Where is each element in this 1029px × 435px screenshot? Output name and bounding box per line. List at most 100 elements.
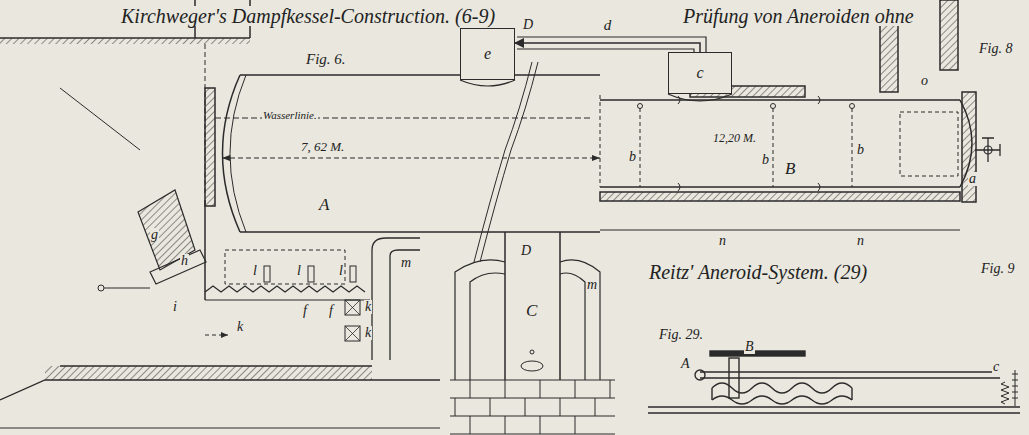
part-letter: n: [718, 234, 727, 248]
part-letter: k: [364, 326, 372, 340]
dimension: 7, 62 M.: [300, 140, 345, 153]
drawing-stroke: [480, 62, 538, 262]
drawing-stroke: [460, 80, 515, 86]
steam-pipe: [515, 43, 700, 52]
drawing-stroke: [204, 200, 206, 300]
figure-number: Fig. 6.: [305, 52, 347, 67]
part-letter: g: [150, 228, 159, 242]
drawing-stroke: [850, 104, 855, 109]
drawing-stroke: [240, 75, 600, 232]
part-letter: f: [302, 304, 308, 318]
dimension: 12,20 M.: [712, 132, 757, 144]
drawing-stroke: [530, 350, 534, 354]
drawing-stroke: [700, 372, 1000, 378]
drawing-stroke: [940, 0, 958, 70]
part-letter: C: [525, 302, 538, 319]
drawing-stroke: [225, 250, 345, 284]
drawing-stroke: [221, 332, 228, 338]
fig6-drawing: [0, 0, 1000, 434]
part-letter: h: [180, 254, 189, 268]
part-letter: l: [252, 264, 258, 278]
part-letter: B: [784, 160, 796, 177]
drawing-stroke: [345, 300, 360, 315]
drawing-stroke: [230, 75, 246, 232]
drawing-stroke: [450, 380, 615, 434]
part-letter: l: [296, 264, 302, 278]
part-letter: l: [338, 264, 344, 278]
part-letter: b: [856, 143, 865, 157]
drawing-stroke: [264, 266, 270, 282]
drawing-stroke: [0, 428, 440, 429]
fig29-drawing: [648, 351, 1020, 413]
drawing-stroke: [1012, 370, 1018, 406]
part-letter: A: [680, 357, 691, 371]
drawing-stroke: [600, 100, 960, 187]
drawing-stroke: [222, 158, 600, 159]
part-letter: A: [318, 196, 330, 213]
drawing-stroke: [984, 146, 992, 154]
part-letter: a: [968, 172, 977, 186]
node-letter: c: [696, 65, 703, 81]
figure-number: Fig. 8: [978, 42, 1013, 56]
part-letter: c: [992, 360, 1000, 374]
pipe-letter: d: [603, 18, 613, 33]
part-letter: b: [628, 150, 637, 164]
drawing-stroke: [505, 232, 560, 380]
drawing-stroke: [222, 155, 600, 161]
part-letter: o: [920, 74, 929, 88]
plate-heading: Reitz' Aneroid-System. (29): [648, 262, 868, 282]
part-letter: f: [328, 304, 334, 318]
drawing-stroke: [308, 266, 314, 282]
drawing-stroke: [205, 286, 365, 292]
drawing-stroke: [0, 366, 440, 400]
plate-heading: Prüfung von Aneroiden ohne: [682, 6, 915, 26]
part-letter: D: [522, 18, 534, 32]
drawing-stroke: [345, 326, 360, 341]
drawing-stroke: [600, 95, 601, 187]
drawing-stroke: [638, 104, 643, 109]
drawing-stroke: [45, 366, 372, 380]
drawing-stroke: [474, 62, 532, 262]
drawing-stroke: [678, 96, 820, 191]
drawing-stroke: [0, 38, 250, 44]
part-letter: i: [172, 300, 178, 314]
drawing-stroke: [962, 92, 976, 202]
drawing-stroke: [710, 351, 805, 356]
drawing-stroke: [205, 88, 215, 206]
drawing-stroke: [712, 396, 852, 404]
drawing-stroke: [350, 266, 356, 282]
drawing-stroke: [712, 388, 852, 400]
drawing-stroke: [1001, 382, 1009, 404]
part-letter: m: [400, 256, 412, 270]
drawing-stroke: [455, 260, 600, 380]
drawing-stroke: [372, 238, 420, 360]
drawing-stroke: [345, 300, 360, 315]
node-letter: e: [484, 46, 491, 62]
dome-box: c: [668, 52, 732, 94]
note-text: Wasserlinie.: [262, 110, 318, 121]
drawing-stroke: [150, 250, 206, 284]
drawing-stroke: [640, 108, 852, 187]
drawing-stroke: [345, 326, 360, 341]
drawing-stroke: [138, 190, 195, 270]
drawing-stroke: [517, 37, 706, 52]
part-letter: k: [364, 300, 372, 314]
part-letter: k: [236, 320, 244, 334]
part-letter: b: [761, 153, 770, 167]
drawing-stroke: [695, 370, 705, 380]
drawing-stroke: [975, 138, 1000, 162]
part-letter: B: [744, 340, 755, 354]
drawing-stroke: [600, 229, 960, 230]
drawing-stroke: [771, 104, 776, 109]
drawing-stroke: [600, 192, 960, 201]
drawing-stroke: [648, 407, 1020, 413]
part-letter: n: [856, 234, 865, 248]
drawing-stroke: [900, 112, 958, 176]
drawing-stroke: [60, 88, 140, 150]
plate-heading: Kirchweger's Dampfkessel-Construction. (…: [120, 6, 496, 26]
part-letter: D: [520, 244, 532, 258]
figure-number: Fig. 29.: [658, 328, 704, 342]
part-letter: m: [586, 278, 598, 292]
drawing-stroke: [104, 288, 150, 289]
dome-box: e: [460, 28, 515, 80]
